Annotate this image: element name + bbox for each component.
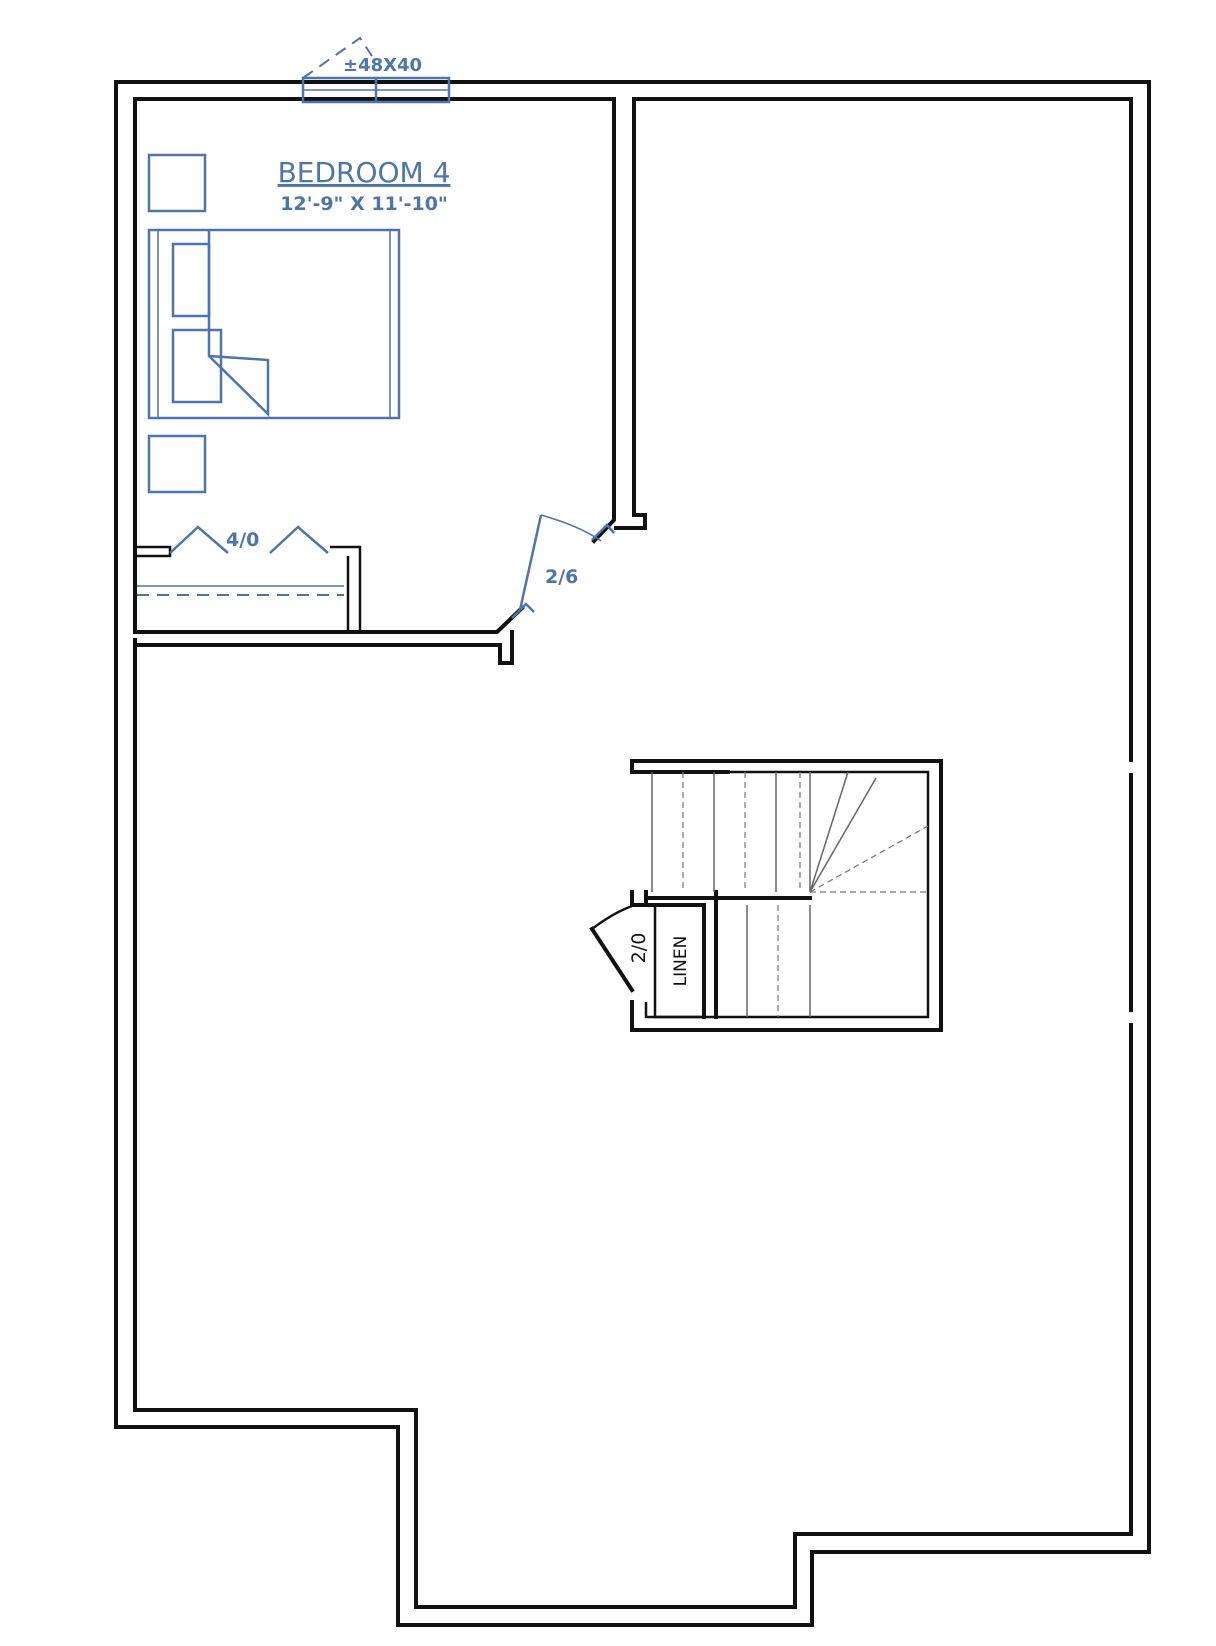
winder-line xyxy=(809,771,849,893)
bifold-door-right xyxy=(269,525,329,554)
nightstand-bottom xyxy=(147,434,207,494)
closet-wall xyxy=(135,545,362,632)
room-name-bedroom: BEDROOM 4 xyxy=(278,156,451,189)
linen-label: LINEN xyxy=(671,936,691,987)
stair-treads-lower xyxy=(746,905,811,1017)
stair-top-rail xyxy=(630,759,730,774)
bedroom-south-wall xyxy=(133,605,525,665)
bed-sheet-fold xyxy=(207,230,270,417)
room-dimensions-bedroom: 12'-9" X 11'-10" xyxy=(280,193,448,215)
bedroom-furniture xyxy=(147,153,401,494)
linen-partition xyxy=(630,890,812,1019)
pillow-top xyxy=(171,242,211,318)
stair-treads-upper xyxy=(651,772,811,892)
pillow-bottom xyxy=(171,328,223,404)
bedroom-door-leaf xyxy=(518,514,543,611)
nightstand-top xyxy=(147,153,207,213)
bedroom-door-swing-arc xyxy=(540,514,602,542)
linen-door-label: 2/0 xyxy=(628,933,650,964)
exterior-walls xyxy=(114,80,1151,1627)
window-swing-indicator xyxy=(302,36,373,79)
closet-bifold-door: 4/0 xyxy=(137,525,344,596)
exterior-wall-inner xyxy=(133,97,1133,1609)
linen-door-swing-arc xyxy=(591,904,633,930)
stair-block: LINEN 2/0 xyxy=(589,759,943,1032)
closet-door-label: 4/0 xyxy=(226,529,259,551)
window-label: ±48X40 xyxy=(343,55,422,76)
stair-enclosure-wall xyxy=(630,759,943,1032)
exterior-wall-outer xyxy=(114,80,1151,1627)
bedroom-door-jamb-top xyxy=(591,523,615,541)
stair-enclosure-inner xyxy=(632,770,930,1019)
bedroom-east-wall xyxy=(591,97,647,544)
winder-line xyxy=(809,825,929,893)
bedroom-door: 2/6 xyxy=(511,514,615,619)
bedroom-door-label: 2/6 xyxy=(545,566,578,588)
bed-frame xyxy=(147,228,401,420)
stair-winder xyxy=(809,771,929,893)
winder-line xyxy=(809,777,877,893)
bifold-door-left xyxy=(169,525,229,554)
linen-door-leaf xyxy=(589,926,635,993)
bedroom-label-group: BEDROOM 4 12'-9" X 11'-10" xyxy=(278,156,451,215)
window: ±48X40 xyxy=(301,36,451,104)
bedroom-door-jamb-bottom xyxy=(511,602,535,619)
linen-closet-box xyxy=(653,903,706,1019)
